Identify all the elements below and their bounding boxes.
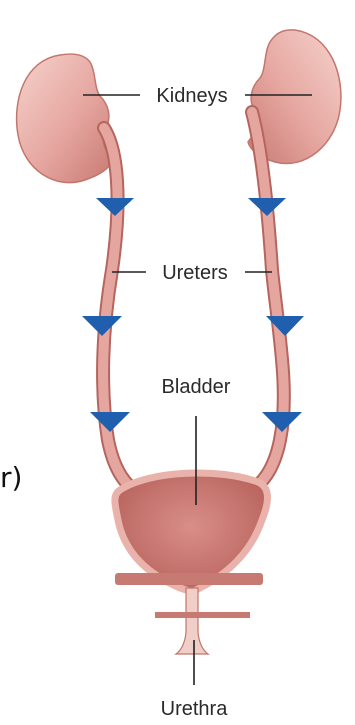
ureters-label: Ureters xyxy=(162,262,228,284)
urethra xyxy=(176,588,208,654)
urethra-label: Urethra xyxy=(161,698,229,720)
pelvic-floor-band xyxy=(115,573,263,585)
kidneys-label: Kidneys xyxy=(156,85,227,107)
flow-arrow xyxy=(90,412,130,432)
bladder-label: Bladder xyxy=(162,376,231,398)
cropped-text-fragment: r) xyxy=(0,461,22,494)
left-kidney xyxy=(17,54,112,182)
flow-arrow xyxy=(82,316,122,336)
flow-arrow xyxy=(248,198,286,216)
flow-arrow xyxy=(262,412,302,432)
flow-arrow xyxy=(96,198,134,216)
pelvic-floor-lower xyxy=(155,612,250,618)
